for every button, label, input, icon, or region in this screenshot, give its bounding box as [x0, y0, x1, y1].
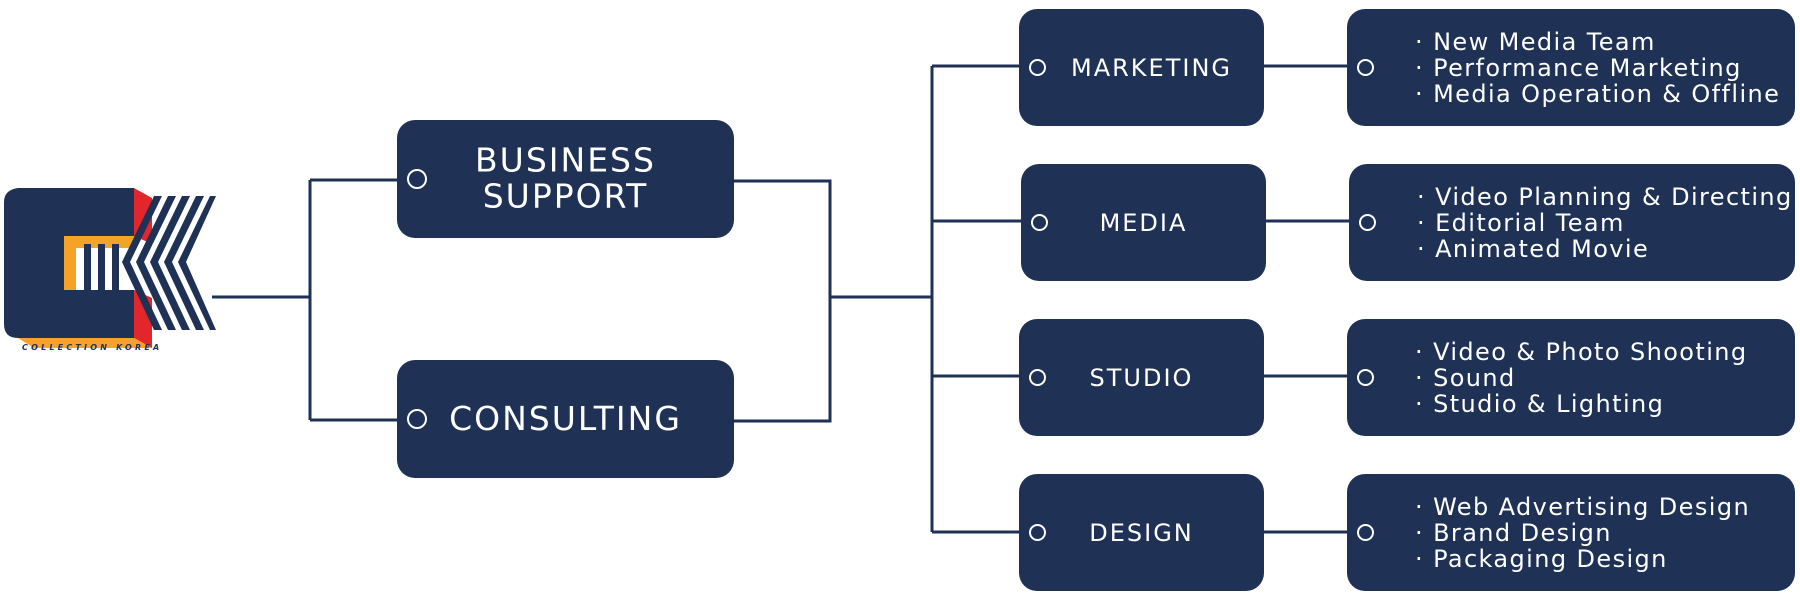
- team-list: Video & Photo Shooting Sound Studio & Li…: [1415, 339, 1748, 417]
- department-label: MARKETING: [1071, 53, 1232, 82]
- team-list: New Media Team Performance Marketing Med…: [1415, 29, 1780, 107]
- team-item: Media Operation & Offline: [1415, 81, 1780, 107]
- group-label-line: BUSINESS: [475, 140, 656, 180]
- group-label: CONSULTING: [397, 398, 734, 438]
- team-item: New Media Team: [1415, 29, 1780, 55]
- node-circle-icon: [1357, 58, 1374, 76]
- teams-studio[interactable]: Video & Photo Shooting Sound Studio & Li…: [1347, 319, 1795, 436]
- department-label: DESIGN: [1089, 518, 1194, 547]
- team-item: Editorial Team: [1417, 210, 1793, 236]
- department-studio[interactable]: STUDIO: [1019, 319, 1264, 436]
- node-circle-icon: [1359, 213, 1376, 231]
- department-design[interactable]: DESIGN: [1019, 474, 1264, 591]
- department-media[interactable]: MEDIA: [1021, 164, 1266, 281]
- team-item: Studio & Lighting: [1415, 391, 1748, 417]
- teams-media[interactable]: Video Planning & Directing Editorial Tea…: [1349, 164, 1795, 281]
- department-label: MEDIA: [1099, 208, 1188, 237]
- team-item: Video Planning & Directing: [1417, 184, 1793, 210]
- group-consulting[interactable]: CONSULTING: [397, 360, 734, 478]
- team-item: Video & Photo Shooting: [1415, 339, 1748, 365]
- group-label: BUSINESS SUPPORT: [397, 140, 734, 216]
- team-item: Packaging Design: [1415, 546, 1750, 572]
- team-item: Brand Design: [1415, 520, 1750, 546]
- department-marketing[interactable]: MARKETING: [1019, 9, 1264, 126]
- team-item: Animated Movie: [1417, 236, 1793, 262]
- node-circle-icon: [1357, 523, 1374, 541]
- team-item: Performance Marketing: [1415, 55, 1780, 81]
- node-circle-icon: [407, 169, 427, 189]
- group-label-line: CONSULTING: [449, 398, 682, 438]
- node-circle-icon: [1029, 58, 1046, 76]
- teams-marketing[interactable]: New Media Team Performance Marketing Med…: [1347, 9, 1795, 126]
- team-list: Web Advertising Design Brand Design Pack…: [1415, 494, 1750, 572]
- node-circle-icon: [1357, 368, 1374, 386]
- collection-korea-logo: COLLECTION KOREA: [4, 182, 216, 352]
- group-business-support[interactable]: BUSINESS SUPPORT: [397, 120, 734, 238]
- team-item: Sound: [1415, 365, 1748, 391]
- logo-caption: COLLECTION KOREA: [22, 343, 162, 352]
- node-circle-icon: [1029, 523, 1046, 541]
- department-label: STUDIO: [1089, 363, 1194, 392]
- node-circle-icon: [407, 409, 427, 429]
- node-circle-icon: [1031, 213, 1048, 231]
- group-label-line: SUPPORT: [482, 177, 649, 216]
- team-list: Video Planning & Directing Editorial Tea…: [1417, 184, 1793, 262]
- node-circle-icon: [1029, 368, 1046, 386]
- teams-design[interactable]: Web Advertising Design Brand Design Pack…: [1347, 474, 1795, 591]
- team-item: Web Advertising Design: [1415, 494, 1750, 520]
